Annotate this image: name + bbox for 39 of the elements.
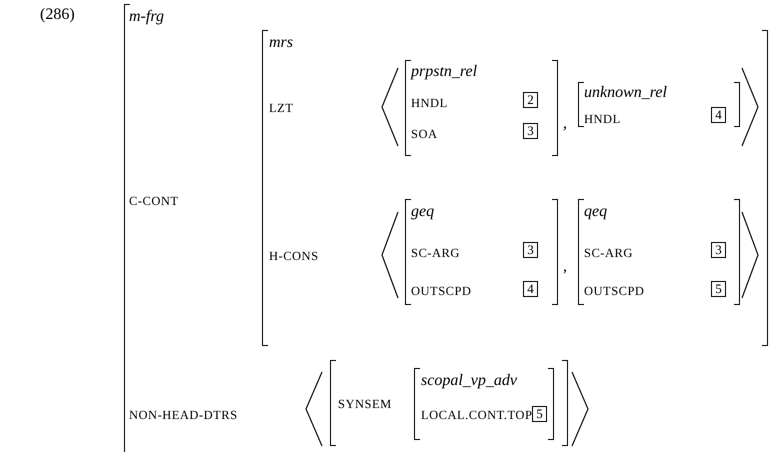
feature-matrix [414,368,554,440]
feature-label: SC-ARG [411,246,460,261]
feature-matrix [405,199,558,305]
feature-matrix [578,82,740,127]
feature-label: NON-HEAD-DTRS [129,408,238,423]
feature-label: SYNSEM [338,397,392,412]
tag-box: 5 [532,406,547,422]
tag-box: 4 [711,107,726,123]
feature-matrix [330,360,568,446]
tag-box: 4 [523,281,538,297]
feature-label: C-CONT [129,194,179,209]
feature-label: H-CONS [269,249,319,264]
tag-box: 3 [523,242,538,258]
example-number: (286) [40,6,75,24]
feature-matrix [262,30,768,346]
type-label: m-frg [129,8,164,26]
feature-label: LZT [269,101,294,116]
tag-box: 3 [711,242,726,258]
feature-label: SOA [411,127,438,142]
feature-matrix [405,60,558,156]
feature-matrix [578,199,740,305]
tag-box: 5 [711,281,726,297]
type-label: geq [411,203,434,221]
comma: , [563,115,567,133]
type-label: unknown_rel [584,84,667,102]
type-label: mrs [269,34,294,52]
comma: , [563,258,567,276]
feature-label: OUTSCPD [411,284,472,299]
feature-label: HNDL [584,112,621,127]
feature-label: HNDL [411,96,448,111]
type-label: scopal_vp_adv [421,372,517,390]
type-label: prpstn_rel [411,63,478,81]
type-label: qeq [584,203,608,221]
feature-label: LOCAL.CONT.TOP [421,408,532,423]
feature-matrix [124,4,770,452]
feature-label: SC-ARG [584,246,633,261]
tag-box: 2 [523,92,538,108]
tag-box: 3 [523,123,538,139]
feature-label: OUTSCPD [584,284,644,299]
